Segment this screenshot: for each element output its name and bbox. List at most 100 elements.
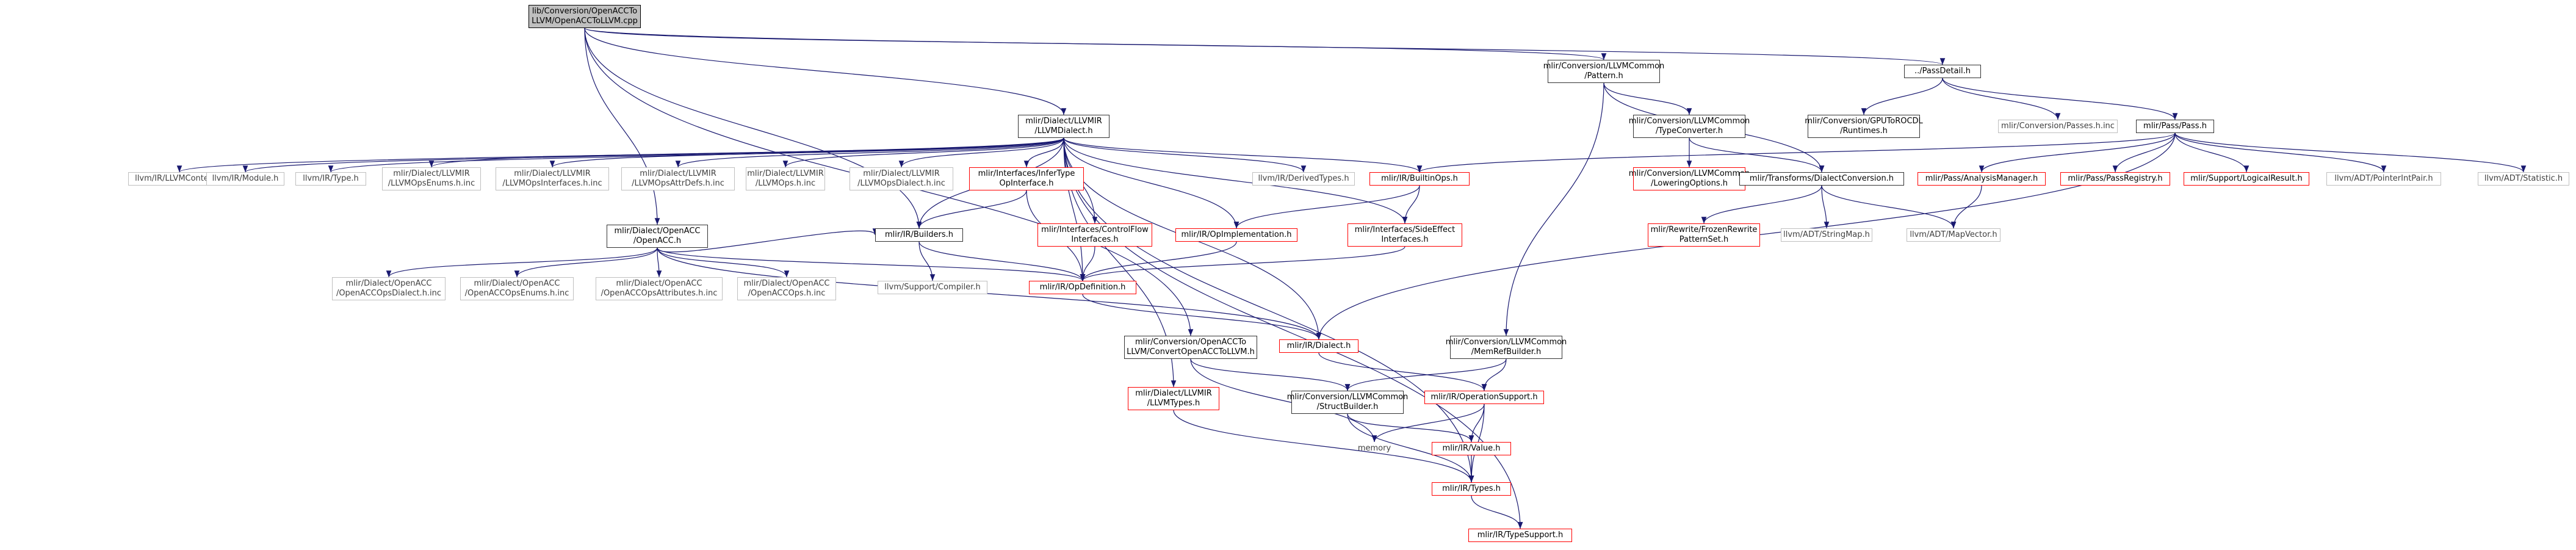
- node-label-line: mlir/Conversion/LLVMCommon: [1628, 117, 1750, 126]
- node-label-line: llvm/Support/Compiler.h: [884, 283, 981, 292]
- node-label-line: mlir/IR/OpDefinition.h: [1039, 283, 1126, 292]
- node-module[interactable]: llvm/IR/Module.h: [206, 172, 284, 186]
- node-label-line: /LLVMOpsInterfaces.h.inc: [502, 179, 602, 188]
- node-label-line: /OpenACCOpsEnums.h.inc: [464, 289, 569, 298]
- node-label-line: mlir/Conversion/GPUToROCDL: [1805, 117, 1923, 126]
- node-label-line: /StructBuilder.h: [1316, 402, 1379, 411]
- node-label-line: mlir/Dialect/LLVMIR: [1135, 389, 1212, 398]
- node-pattern[interactable]: mlir/Conversion/LLVMCommon/Pattern.h: [1543, 60, 1664, 83]
- node-mapvector[interactable]: llvm/ADT/MapVector.h: [1907, 228, 2001, 242]
- node-operationsupport[interactable]: mlir/IR/OperationSupport.h: [1424, 391, 1544, 404]
- node-label-line: mlir/Conversion/LLVMCommon: [1543, 62, 1665, 71]
- edge-builtinops-to-sideeffect: [1402, 185, 1420, 224]
- node-opsdialect[interactable]: mlir/Dialect/LLVMIR/LLVMOpsDialect.h.inc: [850, 167, 953, 190]
- node-accopsdialect[interactable]: mlir/Dialect/OpenACC/OpenACCOpsDialect.h…: [332, 277, 446, 300]
- node-builders[interactable]: mlir/IR/Builders.h: [875, 228, 963, 242]
- node-label-line: mlir/IR/Types.h: [1442, 484, 1501, 493]
- node-label-line: mlir/Pass/AnalysisManager.h: [1925, 174, 2038, 183]
- edge-passdetail-to-gputoocl: [1861, 78, 1943, 115]
- node-llvmtypes[interactable]: mlir/Dialect/LLVMIR/LLVMTypes.h: [1128, 387, 1219, 410]
- edge-llvmdialect-to-opsenums: [429, 137, 1064, 168]
- node-accopsenums[interactable]: mlir/Dialect/OpenACC/OpenACCOpsEnums.h.i…: [460, 277, 574, 300]
- node-memory[interactable]: memory: [1354, 442, 1395, 455]
- node-stringmap[interactable]: llvm/ADT/StringMap.h: [1781, 228, 1872, 242]
- node-statistic[interactable]: llvm/ADT/Statistic.h: [2478, 172, 2569, 186]
- node-label-line: mlir/IR/BuiltinOps.h: [1381, 174, 1458, 183]
- node-label-line: mlir/Dialect/LLVMIR: [747, 169, 824, 178]
- edge-builders-to-opdefinition: [918, 241, 1086, 281]
- edge-dialectconversion-to-mapvector: [1821, 185, 1957, 229]
- edge-openacch-to-accopsdialect: [386, 247, 658, 278]
- node-derivedtypes[interactable]: llvm/IR/DerivedTypes.h: [1252, 172, 1355, 186]
- node-loweringoptions[interactable]: mlir/Conversion/LLVMCommon/LoweringOptio…: [1629, 167, 1750, 190]
- edge-memrefbuilder-to-operationsupport: [1481, 358, 1507, 391]
- edge-root-to-builders: [584, 27, 922, 229]
- node-label-line: llvm/IR/DerivedTypes.h: [1258, 174, 1349, 183]
- node-label-line: mlir/Dialect/LLVMIR: [514, 169, 591, 178]
- node-llvmcontext[interactable]: llvm/IR/LLVMContext.h: [128, 172, 231, 186]
- edge-llvmdialect-to-opsattrdefs: [675, 137, 1064, 168]
- node-passdetail[interactable]: ../PassDetail.h: [1904, 65, 1981, 78]
- node-passregistry[interactable]: mlir/Pass/PassRegistry.h: [2060, 172, 2170, 186]
- node-accops[interactable]: mlir/Dialect/OpenACC/OpenACCOps.h.inc: [737, 277, 836, 300]
- node-typesupport[interactable]: mlir/IR/TypeSupport.h: [1468, 529, 1572, 542]
- node-label-line: mlir/Conversion/LLVMCommon: [1286, 393, 1409, 402]
- edge-llvmdialect-to-opdefinition: [1063, 137, 1086, 281]
- edge-llvmdialect-to-llvmops: [782, 137, 1064, 168]
- node-label-line: mlir/Support/LogicalResult.h: [2190, 174, 2303, 183]
- node-label-line: ../PassDetail.h: [1914, 67, 1971, 76]
- node-opdefinition[interactable]: mlir/IR/OpDefinition.h: [1029, 281, 1136, 294]
- node-accopsattributes[interactable]: mlir/Dialect/OpenACC/OpenACCOpsAttribute…: [596, 277, 723, 300]
- node-label-line: /Pattern.h: [1584, 71, 1623, 81]
- node-memrefbuilder[interactable]: mlir/Conversion/LLVMCommon/MemRefBuilder…: [1446, 336, 1567, 359]
- node-label-line: mlir/Conversion/OpenACCTo: [1135, 338, 1247, 347]
- edge-infertype-to-builders: [916, 190, 1027, 229]
- node-opsattrdefs[interactable]: mlir/Dialect/LLVMIR/LLVMOpsAttrDefs.h.in…: [621, 167, 735, 190]
- node-llvmops[interactable]: mlir/Dialect/LLVMIR/LLVMOps.h.inc: [746, 167, 825, 190]
- edge-convertopenacc-to-memory: [1190, 358, 1377, 443]
- node-label-line: LLVM/ConvertOpenACCToLLVM.h: [1127, 347, 1255, 356]
- edge-operationsupport-to-memory: [1371, 403, 1485, 443]
- node-label-line: /OpenACCOpsAttributes.h.inc: [601, 289, 718, 298]
- node-logicalresult[interactable]: mlir/Support/LogicalResult.h: [2184, 172, 2309, 186]
- node-value[interactable]: mlir/IR/Value.h: [1432, 442, 1511, 455]
- node-label-line: /LLVMOps.h.inc: [755, 179, 816, 188]
- node-label-line: mlir/IR/TypeSupport.h: [1477, 530, 1564, 540]
- node-passh[interactable]: mlir/Pass/Pass.h: [2136, 120, 2214, 133]
- node-opsenums[interactable]: mlir/Dialect/LLVMIR/LLVMOpsEnums.h.inc: [382, 167, 481, 190]
- node-type[interactable]: llvm/IR/Type.h: [295, 172, 366, 186]
- node-label-line: Interfaces.h: [1071, 235, 1119, 244]
- node-label-line: mlir/IR/OperationSupport.h: [1431, 393, 1538, 402]
- node-passesinc[interactable]: mlir/Conversion/Passes.h.inc: [1998, 120, 2118, 133]
- node-irdialect[interactable]: mlir/IR/Dialect.h: [1279, 339, 1358, 353]
- edge-llvmdialect-to-types: [1063, 137, 1474, 483]
- node-label-line: /LLVMOpsDialect.h.inc: [857, 179, 945, 188]
- edge-llvmdialect-to-opsinterfaces: [549, 137, 1064, 168]
- edge-opdefinition-to-irdialect: [1082, 294, 1322, 340]
- node-analysismanager[interactable]: mlir/Pass/AnalysisManager.h: [1918, 172, 2046, 186]
- node-label-line: /MemRefBuilder.h: [1471, 347, 1542, 356]
- edge-typeconverter-to-dialectconversion: [1689, 137, 1825, 173]
- node-opimplementation[interactable]: mlir/IR/OpImplementation.h: [1175, 228, 1297, 242]
- node-opsinterfaces[interactable]: mlir/Dialect/LLVMIR/LLVMOpsInterfaces.h.…: [496, 167, 609, 190]
- node-llvmdialect[interactable]: mlir/Dialect/LLVMIR/LLVMDialect.h: [1018, 115, 1109, 138]
- edge-dialectconversion-to-stringmap: [1821, 185, 1830, 229]
- node-typeconverter[interactable]: mlir/Conversion/LLVMCommon/TypeConverter…: [1629, 115, 1750, 138]
- node-compiler[interactable]: llvm/Support/Compiler.h: [878, 281, 987, 294]
- node-types[interactable]: mlir/IR/Types.h: [1432, 482, 1511, 496]
- node-gputoocl[interactable]: mlir/Conversion/GPUToROCDL/Runtimes.h: [1805, 115, 1923, 138]
- node-pointerintpair[interactable]: llvm/ADT/PointerIntPair.h: [2326, 172, 2441, 186]
- edge-dialectconversion-to-frozenrewrite: [1701, 185, 1822, 224]
- node-dialectconversion[interactable]: mlir/Transforms/DialectConversion.h: [1739, 172, 1904, 186]
- edge-irdialect-to-operationsupport: [1318, 352, 1487, 391]
- node-builtinops[interactable]: mlir/IR/BuiltinOps.h: [1369, 172, 1470, 186]
- node-structbuilder[interactable]: mlir/Conversion/LLVMCommon/StructBuilder…: [1287, 391, 1408, 414]
- node-openacch[interactable]: mlir/Dialect/OpenACC/OpenACC.h: [607, 225, 708, 248]
- node-label-line: mlir/IR/Value.h: [1442, 444, 1501, 453]
